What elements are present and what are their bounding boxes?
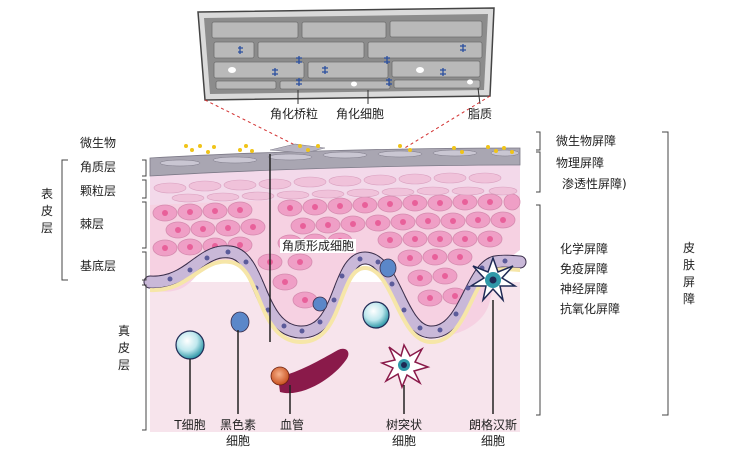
label-microbe: 微生物 bbox=[80, 136, 116, 150]
label-stratum-corneum: 角质层 bbox=[80, 160, 116, 174]
label-blood-vessel: 血管 bbox=[280, 418, 304, 432]
label-melanocyte-2: 细胞 bbox=[226, 434, 250, 448]
label-dendritic-2: 细胞 bbox=[392, 434, 416, 448]
label-permeability-barrier: 渗透性屏障) bbox=[562, 177, 627, 191]
label-corneodesmosome: 角化桥粒 bbox=[270, 107, 318, 121]
label-dendritic-1: 树突状 bbox=[386, 418, 422, 432]
label-stratum-basale: 基底层 bbox=[80, 259, 116, 273]
label-stratum-granulosum: 颗粒层 bbox=[80, 184, 116, 198]
label-microbial-barrier: 微生物屏障 bbox=[556, 134, 616, 148]
label-langerhans-2: 细胞 bbox=[481, 434, 505, 448]
label-epidermis: 表皮层 bbox=[40, 186, 54, 237]
t-cell bbox=[176, 331, 204, 359]
stratum-corneum-inset bbox=[198, 8, 494, 104]
floating-t-cell bbox=[363, 302, 389, 328]
label-keratinocyte: 角质形成细胞 bbox=[280, 239, 356, 253]
label-skin-barrier: 皮肤屏障 bbox=[682, 240, 696, 308]
label-stratum-spinosum: 棘层 bbox=[80, 217, 104, 231]
label-t-cell: T细胞 bbox=[174, 418, 205, 432]
label-corneocyte: 角化细胞 bbox=[336, 107, 384, 121]
skin-section bbox=[150, 144, 520, 432]
label-lipid: 脂质 bbox=[468, 107, 492, 121]
label-langerhans-1: 朗格汉斯 bbox=[469, 418, 517, 432]
label-dermis: 真皮层 bbox=[117, 323, 131, 374]
label-neural-barrier: 神经屏障 bbox=[560, 282, 608, 296]
left-brackets bbox=[62, 160, 146, 430]
label-chemical-barrier: 化学屏障 bbox=[560, 242, 608, 256]
label-antioxidant-barrier: 抗氧化屏障 bbox=[560, 302, 620, 316]
label-melanocyte-1: 黑色素 bbox=[220, 418, 256, 432]
label-immune-barrier: 免疫屏障 bbox=[560, 262, 608, 276]
label-physical-barrier: 物理屏障 bbox=[556, 156, 604, 170]
